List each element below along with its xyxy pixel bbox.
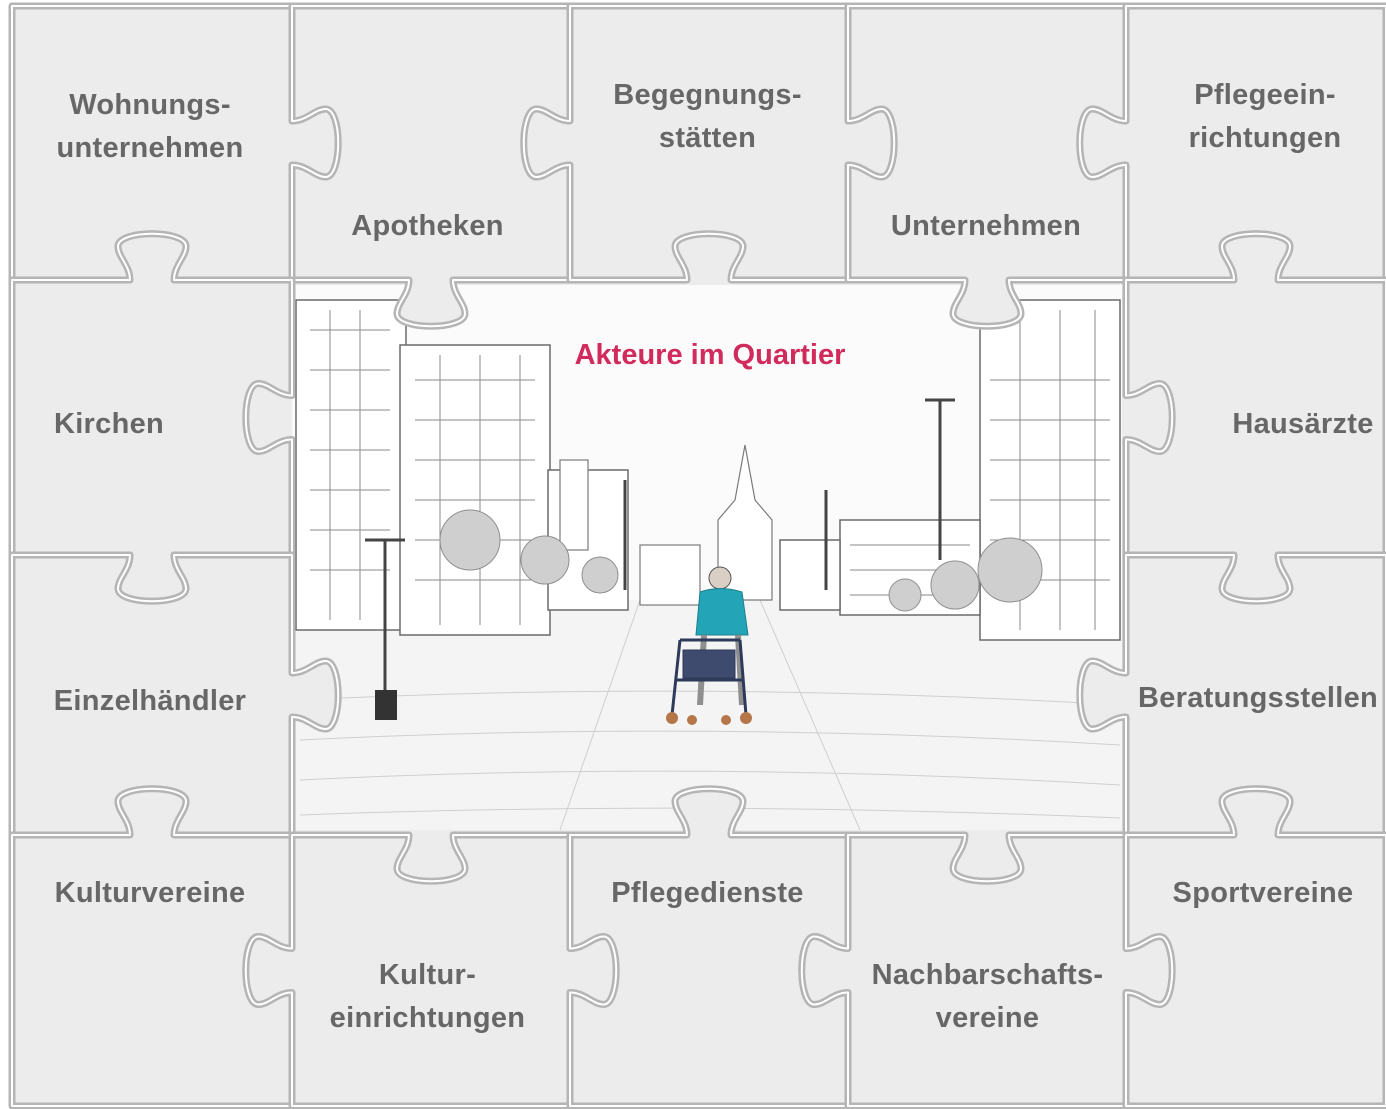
label-begegnungsstaetten: Begegnungs- stätten: [613, 79, 802, 154]
label-kultureinrichtungen: Kultur- einrichtungen: [329, 959, 526, 1034]
street-illustration: [292, 285, 1122, 830]
label-unternehmen: Unternehmen: [890, 210, 1082, 242]
label-kirchen: Kirchen: [53, 408, 165, 440]
puzzle-pieces: [8, 2, 1386, 1109]
label-pflegedienste: Pflegedienste: [611, 877, 804, 909]
label-hausaerzte: Hausärzte: [1232, 408, 1374, 440]
puzzle-piece: [1122, 785, 1386, 1109]
label-nachbarschaftsvereine: Nachbarschafts- vereine: [871, 959, 1104, 1034]
label-beratungsstellen: Beratungsstellen: [1137, 682, 1379, 714]
label-sportvereine: Sportvereine: [1172, 877, 1354, 909]
label-kulturvereine: Kulturvereine: [54, 877, 246, 909]
label-wohnungsunternehmen: Wohnungs- unternehmen: [56, 89, 244, 164]
diagram-title: Akteure im Quartier: [574, 339, 846, 371]
puzzle-piece: [8, 230, 296, 605]
elderly-person-figure: [666, 566, 752, 725]
label-einzelhaendler: Einzelhändler: [53, 685, 247, 717]
label-apotheken: Apotheken: [351, 210, 504, 242]
label-pflegeeinrichtungen: Pflegeein- richtungen: [1188, 79, 1342, 154]
